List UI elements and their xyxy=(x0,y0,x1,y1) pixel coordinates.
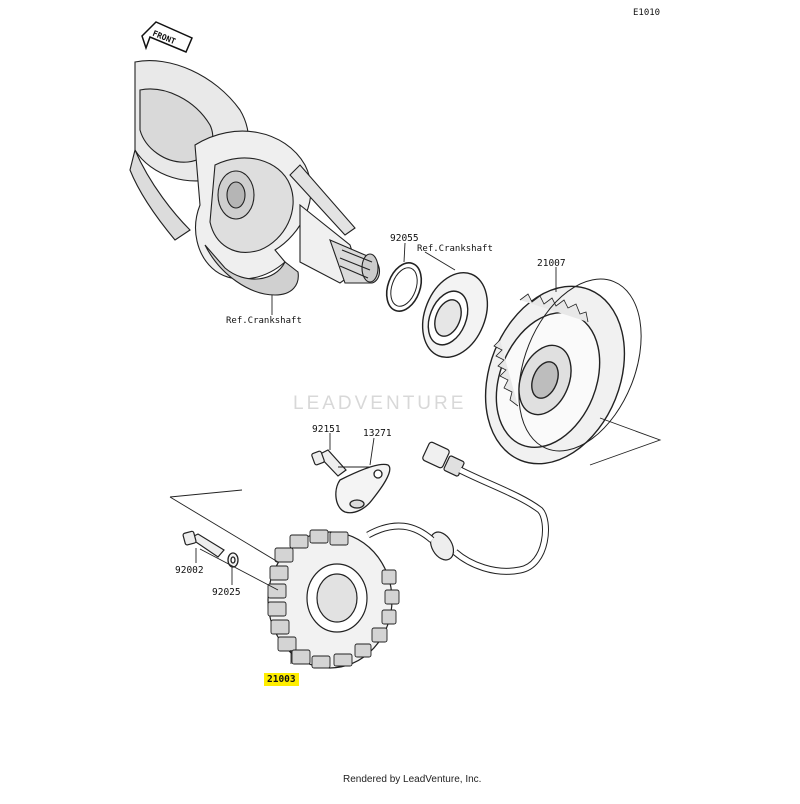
crankshaft-drawing xyxy=(129,60,381,296)
part-label-21007[interactable]: 21007 xyxy=(537,258,566,269)
collar-drawing xyxy=(421,271,489,359)
part-label-92151[interactable]: 92151 xyxy=(312,424,341,435)
part-label-92055[interactable]: 92055 xyxy=(390,233,419,244)
part-92055-drawing xyxy=(385,262,423,312)
part-92151-drawing xyxy=(311,449,347,477)
wiring-harness-drawing xyxy=(366,441,549,575)
footer-credit: Rendered by LeadVenture, Inc. xyxy=(343,774,482,785)
part-21003-drawing xyxy=(267,529,400,669)
diagram-id: E1010 xyxy=(633,8,661,18)
front-arrow-icon xyxy=(141,21,193,53)
watermark: LEADVENTURE xyxy=(293,393,467,414)
part-label-13271[interactable]: 13271 xyxy=(363,428,392,439)
part-92002-drawing xyxy=(182,530,225,558)
ref-label-crankshaft-top: Ref.Crankshaft xyxy=(417,244,493,254)
part-21007-drawing xyxy=(484,278,642,465)
part-label-92002[interactable]: 92002 xyxy=(175,565,204,576)
ref-label-crankshaft-bottom: Ref.Crankshaft xyxy=(226,316,302,326)
part-label-21003-highlighted[interactable]: 21003 xyxy=(264,673,299,686)
part-92025-drawing xyxy=(227,552,239,568)
part-label-92025[interactable]: 92025 xyxy=(212,587,241,598)
part-13271-drawing xyxy=(335,463,391,514)
leader-lines xyxy=(169,242,662,664)
